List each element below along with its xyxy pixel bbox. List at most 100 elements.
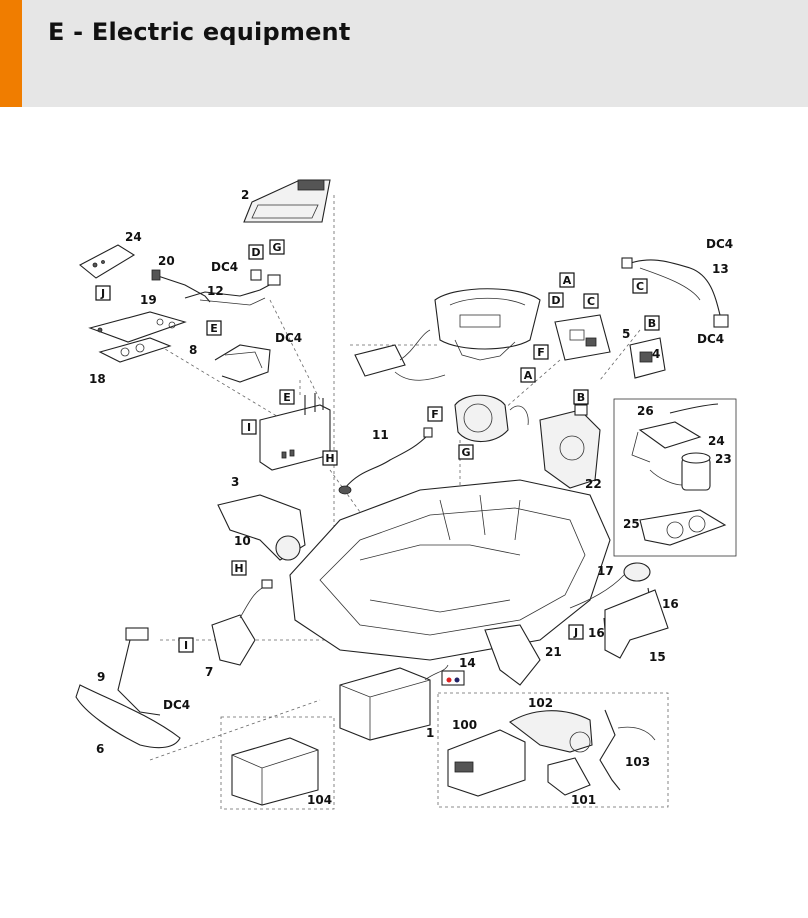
callout-13: 13: [712, 262, 729, 276]
detail-frame-motor: [613, 398, 737, 557]
part-104-battery: [231, 737, 319, 806]
letter-E-1: E: [206, 320, 222, 336]
svg-text:A: A: [524, 369, 533, 382]
part-15-bracket: [604, 589, 669, 659]
callout-19: 19: [140, 293, 157, 307]
part-11-cable: [338, 427, 433, 495]
callout-6: 6: [96, 742, 104, 756]
svg-text:B: B: [577, 391, 585, 404]
callout-100: 100: [452, 718, 477, 732]
svg-text:H: H: [325, 452, 334, 465]
sensor-board: [354, 329, 446, 381]
letter-B-2: B: [573, 389, 589, 405]
header-bar: E - Electric equipment: [0, 0, 808, 107]
letter-C-2: C: [632, 278, 648, 294]
part-12-cable: [184, 269, 281, 306]
svg-text:C: C: [587, 295, 595, 308]
callout-20: 20: [158, 254, 175, 268]
part-17-sensor: [569, 562, 651, 609]
callout-dc4-b: DC4: [275, 331, 302, 345]
part-23-motor: [649, 452, 711, 491]
svg-text:G: G: [461, 446, 470, 459]
part-10-drive-motor: [217, 494, 306, 561]
letter-E-2: E: [279, 389, 295, 405]
part-24-board: [79, 244, 136, 279]
callout-102: 102: [528, 696, 553, 710]
part-18-bracket: [98, 337, 172, 363]
callout-104: 104: [307, 793, 332, 807]
part-20-cable: [151, 269, 211, 303]
callout-26: 26: [637, 404, 654, 418]
callout-17: 17: [597, 564, 614, 578]
callout-7: 7: [205, 665, 213, 679]
svg-text:I: I: [184, 639, 188, 652]
cutting-motor-assembly: [454, 394, 529, 443]
part-21-bracket: [484, 624, 541, 686]
letter-J-1: J: [95, 285, 111, 301]
letter-references: D G J E E I H F G A D C C B F A B H I J: [95, 239, 660, 653]
letter-G-1: G: [269, 239, 285, 255]
callout-8: 8: [189, 343, 197, 357]
part-2-cover: [243, 179, 331, 223]
callout-2: 2: [241, 188, 249, 202]
part-25-plate: [639, 509, 727, 546]
callout-24-top: 24: [125, 230, 142, 244]
part-5-mainboard: [554, 314, 611, 361]
letter-D-1: D: [248, 244, 264, 260]
part-101-bracket: [547, 757, 591, 796]
svg-text:I: I: [247, 421, 251, 434]
part-102-motor: [509, 710, 593, 753]
part-13-harness: [621, 257, 729, 328]
letter-D-2: D: [548, 292, 564, 308]
callout-103: 103: [625, 755, 650, 769]
callout-labels: 2 24 20 DC4 12 19 DC4 8 18 11 3 10 DC4 1…: [89, 188, 733, 807]
callout-101: 101: [571, 793, 596, 807]
callout-1: 1: [426, 726, 434, 740]
callout-dc4-d: DC4: [697, 332, 724, 346]
callout-12: 12: [207, 284, 224, 298]
letter-F-1: F: [427, 406, 443, 422]
letter-A-2: A: [520, 367, 536, 383]
part-1-battery: [339, 664, 449, 741]
header-accent-stripe: [0, 0, 22, 107]
detail-frame-104: [220, 716, 335, 810]
letter-I-1: I: [241, 419, 257, 435]
letter-F-2: F: [533, 344, 549, 360]
callout-23: 23: [715, 452, 732, 466]
callout-3: 3: [231, 475, 239, 489]
part-100-battery: [447, 729, 526, 797]
callout-dc4-c: DC4: [706, 237, 733, 251]
letter-H-1: H: [322, 450, 338, 466]
callout-25: 25: [623, 517, 640, 531]
svg-text:A: A: [563, 274, 572, 287]
part-8-cable: [214, 344, 271, 383]
part-103-cable: [599, 709, 656, 791]
callout-18: 18: [89, 372, 106, 386]
chassis-frame: [289, 479, 611, 661]
letter-J-2: J: [568, 624, 584, 640]
letter-C-1: C: [583, 293, 599, 309]
letter-B-1: B: [644, 315, 660, 331]
svg-text:D: D: [251, 246, 260, 259]
callout-21: 21: [545, 645, 562, 659]
part-6-cover: [75, 684, 181, 749]
callout-11: 11: [372, 428, 389, 442]
callout-10: 10: [234, 534, 251, 548]
callout-dc4-e: DC4: [163, 698, 190, 712]
callout-5: 5: [622, 327, 630, 341]
svg-text:E: E: [283, 391, 291, 404]
svg-text:F: F: [537, 346, 545, 359]
svg-text:G: G: [272, 241, 281, 254]
callout-dc4-a: DC4: [211, 260, 238, 274]
letter-H-2: H: [231, 560, 247, 576]
part-14-label: [441, 670, 465, 686]
part-4-board: [629, 337, 666, 379]
display-unit: [434, 288, 541, 361]
page-title: E - Electric equipment: [48, 18, 351, 46]
part-22-wheel-motor: [539, 404, 601, 489]
part-24-motor-board: [631, 421, 702, 463]
callout-15: 15: [649, 650, 666, 664]
callout-9: 9: [97, 670, 105, 684]
svg-text:B: B: [648, 317, 656, 330]
svg-text:F: F: [431, 408, 439, 421]
